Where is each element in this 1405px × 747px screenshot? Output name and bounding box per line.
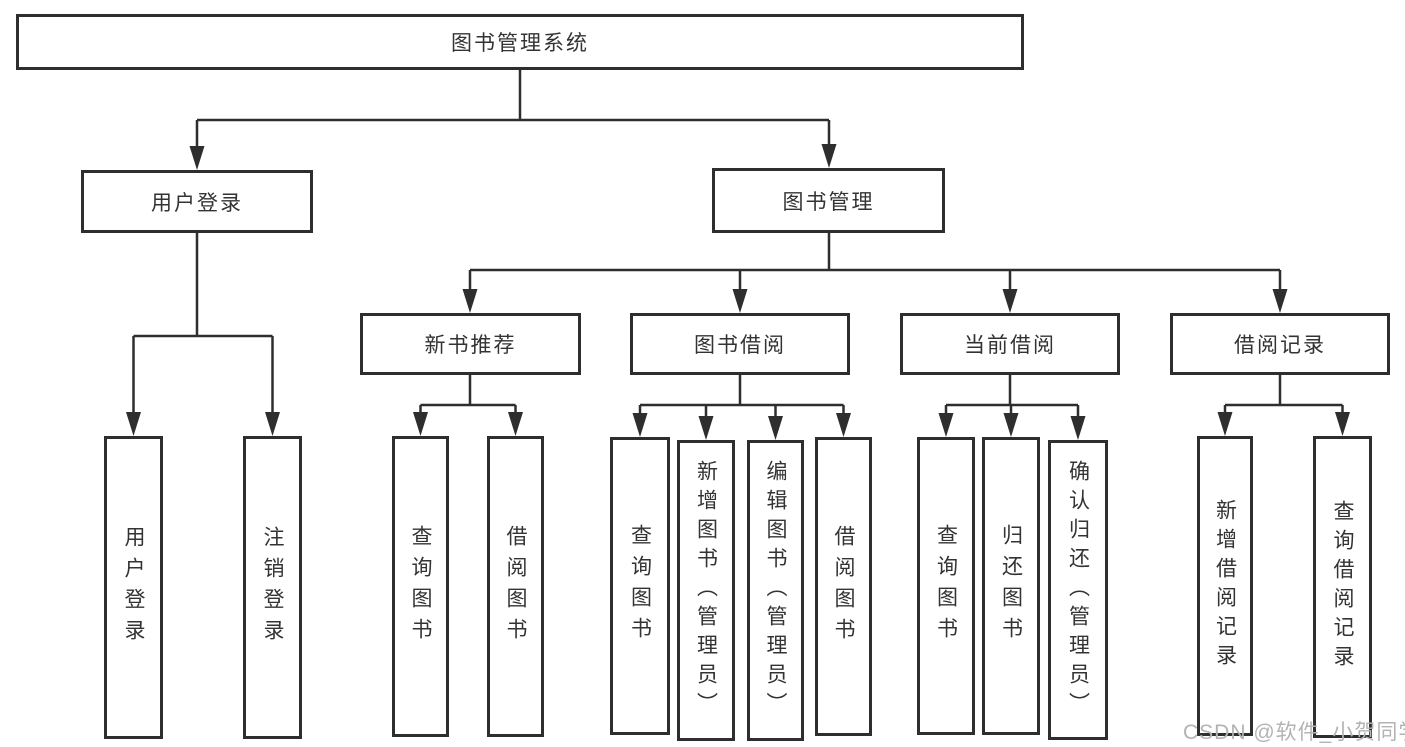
leaf-borrow-borrow-books: 借阅图书: [815, 437, 872, 736]
connector-newbookrec-to-leaves: [413, 375, 523, 436]
connector-borrowrecords-to-leaves: [1217, 375, 1350, 436]
leaf-records-add-record: 新增借阅记录: [1197, 436, 1253, 736]
leaf-borrow-query-books: 查询图书: [610, 437, 670, 735]
connector-bookmgmt-to-level3: [462, 233, 1288, 313]
leaf-borrow-edit-books-admin: 编辑图书（管理员）: [747, 440, 804, 741]
connector-userlogin-to-leaves: [126, 233, 280, 436]
leaf-records-query-record: 查询借阅记录: [1313, 436, 1372, 738]
node-new-book-recommend: 新书推荐: [360, 313, 581, 375]
node-borrow-records: 借阅记录: [1170, 313, 1390, 375]
leaf-user-login: 用户登录: [104, 436, 163, 739]
connector-currentborrow-to-leaves: [938, 375, 1086, 440]
leaf-recommend-query-books: 查询图书: [392, 436, 449, 737]
leaf-recommend-borrow-books: 借阅图书: [487, 436, 544, 737]
node-book-management: 图书管理: [712, 168, 945, 233]
node-library-management-system: 图书管理系统: [16, 14, 1024, 70]
connector-bookborrow-to-leaves: [632, 375, 851, 440]
leaf-current-confirm-return-admin: 确认归还（管理员）: [1048, 440, 1108, 740]
leaf-borrow-add-books-admin: 新增图书（管理员）: [677, 440, 735, 741]
leaf-logout: 注销登录: [243, 436, 302, 739]
node-user-login: 用户登录: [81, 170, 313, 233]
leaf-current-query-books: 查询图书: [917, 437, 975, 735]
node-book-borrow: 图书借阅: [630, 313, 850, 375]
node-current-borrow: 当前借阅: [900, 313, 1120, 375]
connector-root-to-level2: [189, 70, 837, 170]
leaf-current-return-books: 归还图书: [982, 437, 1040, 735]
csdn-watermark: CSDN @软件_小贺同学: [1183, 721, 1405, 744]
